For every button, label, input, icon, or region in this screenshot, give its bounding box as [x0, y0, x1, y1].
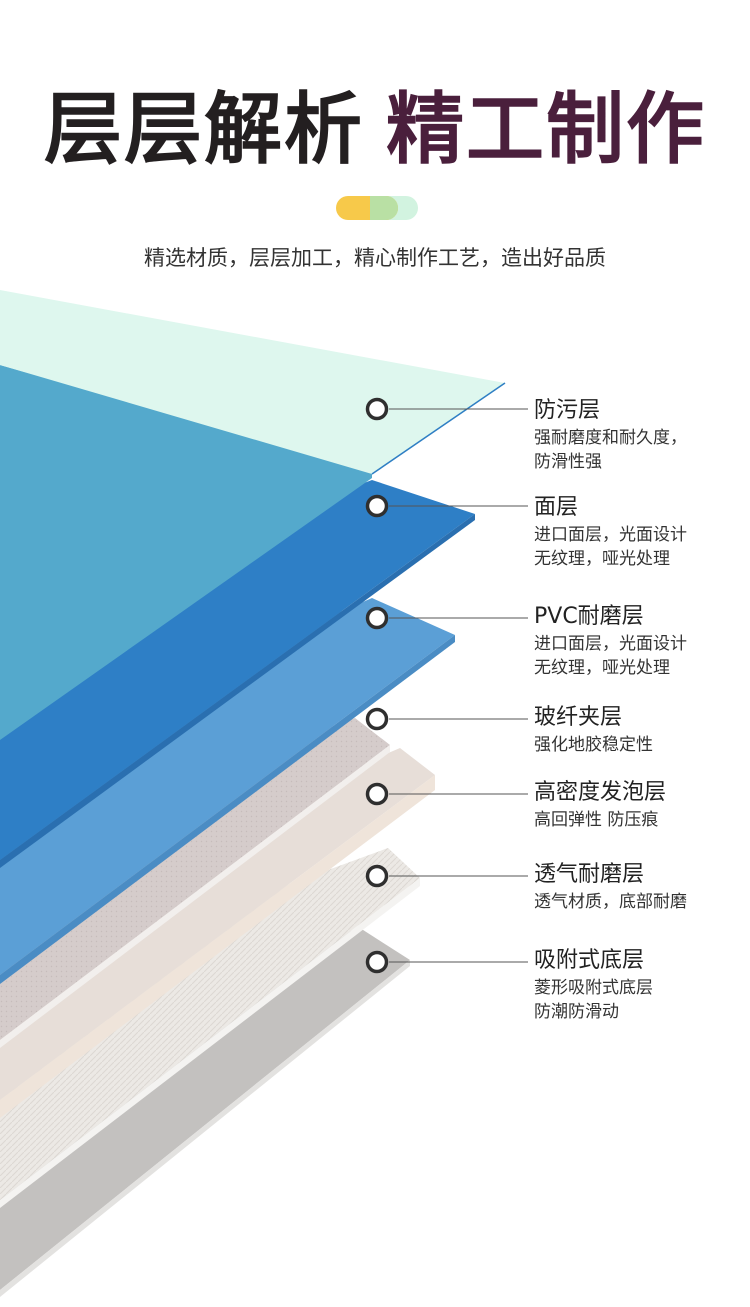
callout-surface: 面层 进口面层，光面设计 无纹理，哑光处理	[534, 493, 744, 571]
callout-desc-line: 无纹理，哑光处理	[534, 658, 670, 678]
callout-marker-4	[365, 707, 528, 731]
callout-desc-line: 进口面层，光面设计	[534, 525, 687, 545]
callout-anti-fouling: 防污层 强耐磨度和耐久度， 防滑性强	[534, 396, 744, 474]
callout-desc-line: 强化地胶稳定性	[534, 735, 653, 755]
subtitle: 精选材质，层层加工，精心制作工艺，造出好品质	[144, 246, 606, 270]
callout-title: PVC耐磨层	[534, 604, 644, 629]
callout-title: 透气耐磨层	[534, 862, 645, 887]
layer-surface	[0, 480, 475, 868]
callout-foam: 高密度发泡层 高回弹性 防压痕	[534, 778, 744, 832]
layer-pvc	[0, 598, 455, 984]
callout-marker-1	[365, 397, 528, 421]
layer-foam	[0, 748, 435, 1118]
callout-title: 高密度发泡层	[534, 780, 667, 805]
callout-title: 防污层	[534, 398, 601, 423]
pill-overlap	[370, 196, 398, 220]
callout-desc-line: 强耐磨度和耐久度，	[534, 428, 687, 448]
callout-fiberglass: 玻纤夹层 强化地胶稳定性	[534, 703, 744, 757]
layer-anti-fouling	[0, 290, 506, 475]
callout-absorption-bottom: 吸附式底层 菱形吸附式底层 防潮防滑动	[534, 946, 744, 1024]
callout-desc-line: 无纹理，哑光处理	[534, 549, 670, 569]
callout-marker-6	[365, 864, 528, 888]
callout-desc-line: 防滑性强	[534, 452, 602, 472]
callout-marker-2	[365, 494, 528, 518]
callout-desc-line: 高回弹性 防压痕	[534, 810, 659, 830]
title-part-2: 精工制作	[386, 85, 707, 175]
layer-fiberglass	[0, 718, 390, 1048]
callout-title: 吸附式底层	[534, 948, 645, 973]
page-title: 层层解析精工制作	[0, 78, 750, 182]
callout-desc-line: 菱形吸附式底层	[534, 978, 653, 998]
callout-desc-line: 进口面层，光面设计	[534, 634, 687, 654]
callout-title: 玻纤夹层	[534, 705, 623, 730]
callout-desc-line: 防潮防滑动	[534, 1002, 619, 1022]
layer-surface-back	[0, 365, 372, 740]
callout-marker-3	[365, 606, 528, 630]
callout-title: 面层	[534, 495, 579, 520]
layer-breathable	[0, 848, 420, 1208]
title-part-1: 层层解析	[43, 85, 364, 175]
decorative-pills	[336, 196, 418, 220]
callout-marker-7	[365, 950, 528, 974]
callout-breathable: 透气耐磨层 透气材质，底部耐磨	[534, 860, 744, 914]
callout-desc-line: 透气材质，底部耐磨	[534, 892, 687, 912]
callout-marker-5	[365, 782, 528, 806]
callout-pvc: PVC耐磨层 进口面层，光面设计 无纹理，哑光处理	[534, 602, 744, 680]
